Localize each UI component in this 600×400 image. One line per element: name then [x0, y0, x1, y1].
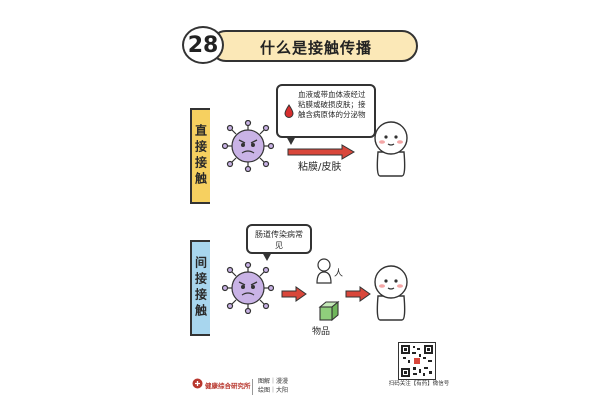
direct-route-label: 粘膜/皮肤 — [298, 162, 342, 173]
direct-contact-tag: 直接接触 — [190, 108, 210, 204]
footer-credit-line: 图解｜漫漫 — [258, 378, 289, 385]
footer-org-name: 健康综合研究所 — [205, 382, 251, 390]
direct-contact-bubble-text: 血液或带血体液经过粘膜或破损皮肤；接触含病原体的分泌物 — [298, 90, 366, 119]
indirect-contact-bubble: 肠道传染病常见 — [246, 224, 312, 261]
arrow-icon — [287, 144, 355, 160]
arrow-icon — [345, 286, 371, 302]
indirect-contact-tag-label: 间接接触 — [193, 256, 208, 320]
footer-credits: 图解｜漫漫 绘图｜大阳 — [258, 377, 288, 395]
indirect-contact-bubble-text: 肠道传染病常见 — [255, 230, 303, 250]
qr-code — [398, 342, 436, 380]
footer-divider — [252, 379, 253, 395]
direct-contact-tag-label: 直接接触 — [193, 124, 208, 188]
title-number: 28 — [187, 32, 219, 58]
small-person-icon — [316, 258, 332, 284]
virus-icon — [222, 120, 274, 172]
title-number-badge: 28 — [182, 26, 224, 64]
direct-contact-bubble: 血液或带血体液经过粘膜或破损皮肤；接触含病原体的分泌物 — [276, 84, 376, 145]
footer-credit-line: 绘图｜大阳 — [258, 387, 289, 394]
object-label: 物品 — [312, 327, 331, 337]
person-label: 人 — [334, 269, 344, 279]
qr-caption: 扫码关注【有药】微信号 — [388, 381, 450, 387]
bubble-tail — [262, 252, 272, 261]
title-banner: 什么是接触传播 — [210, 30, 418, 62]
page-title: 什么是接触传播 — [260, 39, 373, 57]
virus-icon — [222, 262, 274, 314]
logo-icon — [192, 378, 203, 389]
blood-drop-icon — [284, 104, 294, 118]
arrow-icon — [281, 286, 307, 302]
cube-icon — [318, 300, 340, 322]
indirect-contact-tag: 间接接触 — [190, 240, 210, 336]
bubble-tail — [286, 136, 296, 145]
person-icon — [374, 121, 408, 177]
person-icon — [374, 265, 408, 321]
